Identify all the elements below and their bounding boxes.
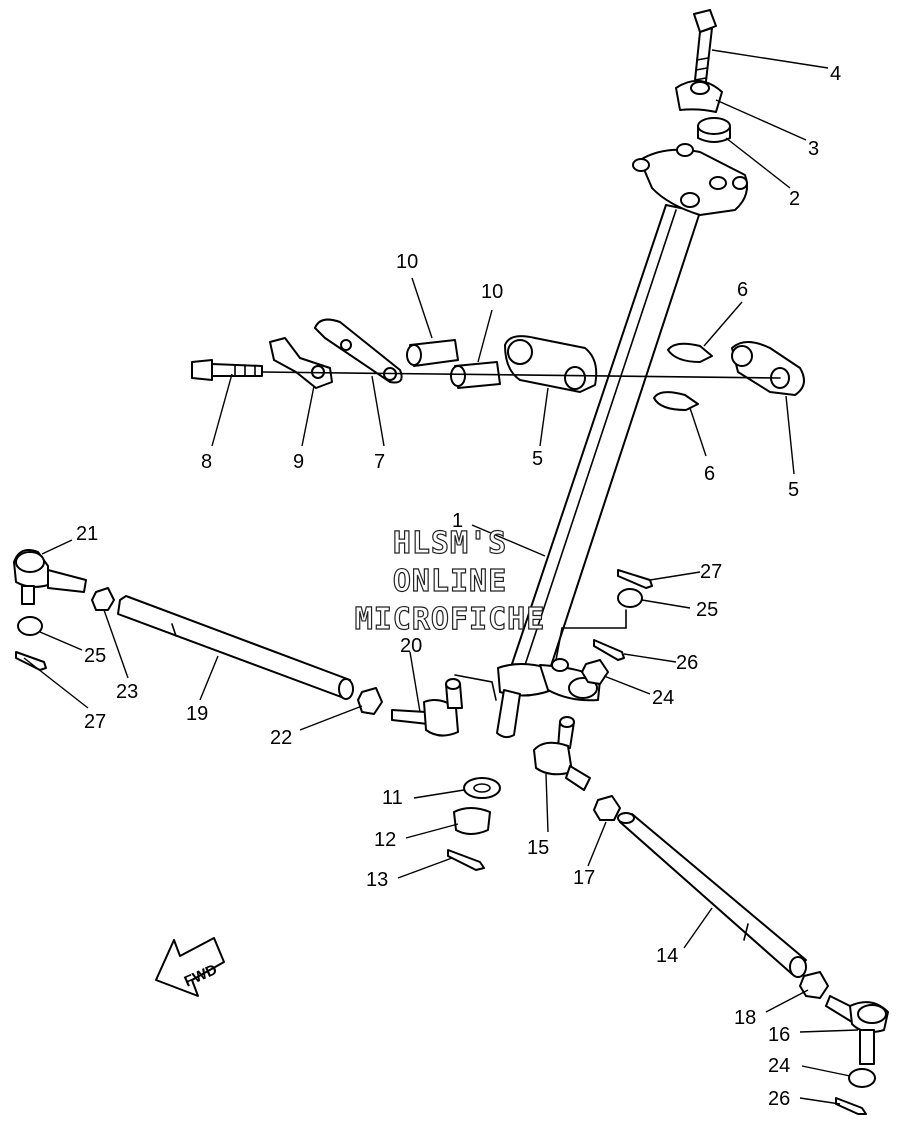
callout-13: 13	[366, 869, 388, 891]
callout-20: 20	[400, 635, 422, 657]
nut-18	[799, 971, 829, 999]
bushing-2	[697, 117, 731, 143]
callout-6a: 6	[737, 279, 748, 301]
tie-rod-end-20	[391, 678, 463, 737]
callout-26b: 26	[768, 1088, 790, 1110]
callout-25b: 25	[696, 599, 718, 621]
callout-26a: 26	[676, 652, 698, 674]
callout-21: 21	[76, 523, 98, 545]
callout-12: 12	[374, 829, 396, 851]
tie-rod-end-16	[825, 995, 889, 1065]
bolt-8	[191, 359, 263, 381]
callout-17: 17	[573, 867, 595, 889]
watermark-line-1: HLSM'S	[393, 526, 507, 561]
tie-rod-19	[117, 595, 354, 700]
nut-17	[593, 795, 621, 821]
bolt-4	[693, 9, 717, 91]
callout-4: 4	[830, 63, 841, 85]
callout-16: 16	[768, 1024, 790, 1046]
callout-1: 1	[452, 510, 463, 532]
callout-2: 2	[789, 188, 800, 210]
holder-5-left	[504, 335, 598, 393]
cotter-pin-26-lower	[835, 1097, 867, 1115]
leader-lines	[23, 49, 859, 1105]
tie-rod-end-15	[533, 716, 591, 791]
callout-numbers: 4 3 2 10 10 6 6 8 9 7 5 5 1 21 27 25 25 …	[76, 63, 841, 1110]
tie-rod-14	[617, 812, 807, 978]
callout-10a: 10	[396, 251, 418, 273]
callout-5a: 5	[532, 448, 543, 470]
callout-7: 7	[374, 451, 385, 473]
callout-27b: 27	[84, 711, 106, 733]
callout-6b: 6	[704, 463, 715, 485]
nut-23	[91, 587, 115, 611]
callout-10b: 10	[481, 281, 503, 303]
cotter-pin-27-right	[617, 569, 653, 589]
callout-11: 11	[382, 787, 403, 809]
tie-rod-end-21	[13, 549, 87, 605]
callout-15: 15	[527, 837, 549, 859]
callout-18: 18	[734, 1007, 756, 1029]
assembly-axis	[261, 371, 781, 379]
cotter-pin-26-upper	[593, 639, 625, 661]
watermark-line-2: ONLINE	[393, 564, 507, 599]
watermark-line-3: MICROFICHE	[355, 602, 546, 637]
clip-6-upper	[667, 342, 713, 363]
watermark: HLSM'S ONLINE MICROFICHE	[354, 525, 546, 637]
nut-24-upper	[581, 659, 609, 685]
callout-8: 8	[201, 451, 212, 473]
callout-3: 3	[808, 138, 819, 160]
callout-5b: 5	[788, 479, 799, 501]
nut-22	[357, 687, 383, 715]
callout-19: 19	[186, 703, 208, 725]
nut-24-lower	[848, 1068, 876, 1088]
steering-column	[496, 143, 748, 739]
callout-14: 14	[656, 945, 678, 967]
clip-6-lower	[653, 391, 699, 411]
callout-25a: 25	[84, 645, 106, 667]
holder-5-right	[731, 341, 805, 396]
lock-washer-9	[269, 337, 333, 389]
callout-24b: 24	[768, 1055, 790, 1077]
fwd-arrow: FWD	[155, 937, 225, 997]
nut-12	[453, 807, 491, 835]
clamp-cap-3	[675, 80, 723, 113]
callout-9: 9	[293, 451, 304, 473]
callout-24a: 24	[652, 687, 674, 709]
callout-22: 22	[270, 727, 292, 749]
callout-23: 23	[116, 681, 138, 703]
cotter-pin-27-left	[15, 651, 47, 671]
plate-7	[314, 318, 403, 384]
collar-10-upper	[406, 339, 459, 367]
cotter-pin-13	[447, 849, 485, 871]
leader-25-right	[555, 609, 627, 661]
washer-11	[463, 777, 501, 799]
callout-27a: 27	[700, 561, 722, 583]
nut-25-left	[17, 616, 43, 636]
nut-25-right	[617, 588, 643, 608]
leader-20-column	[454, 674, 497, 701]
